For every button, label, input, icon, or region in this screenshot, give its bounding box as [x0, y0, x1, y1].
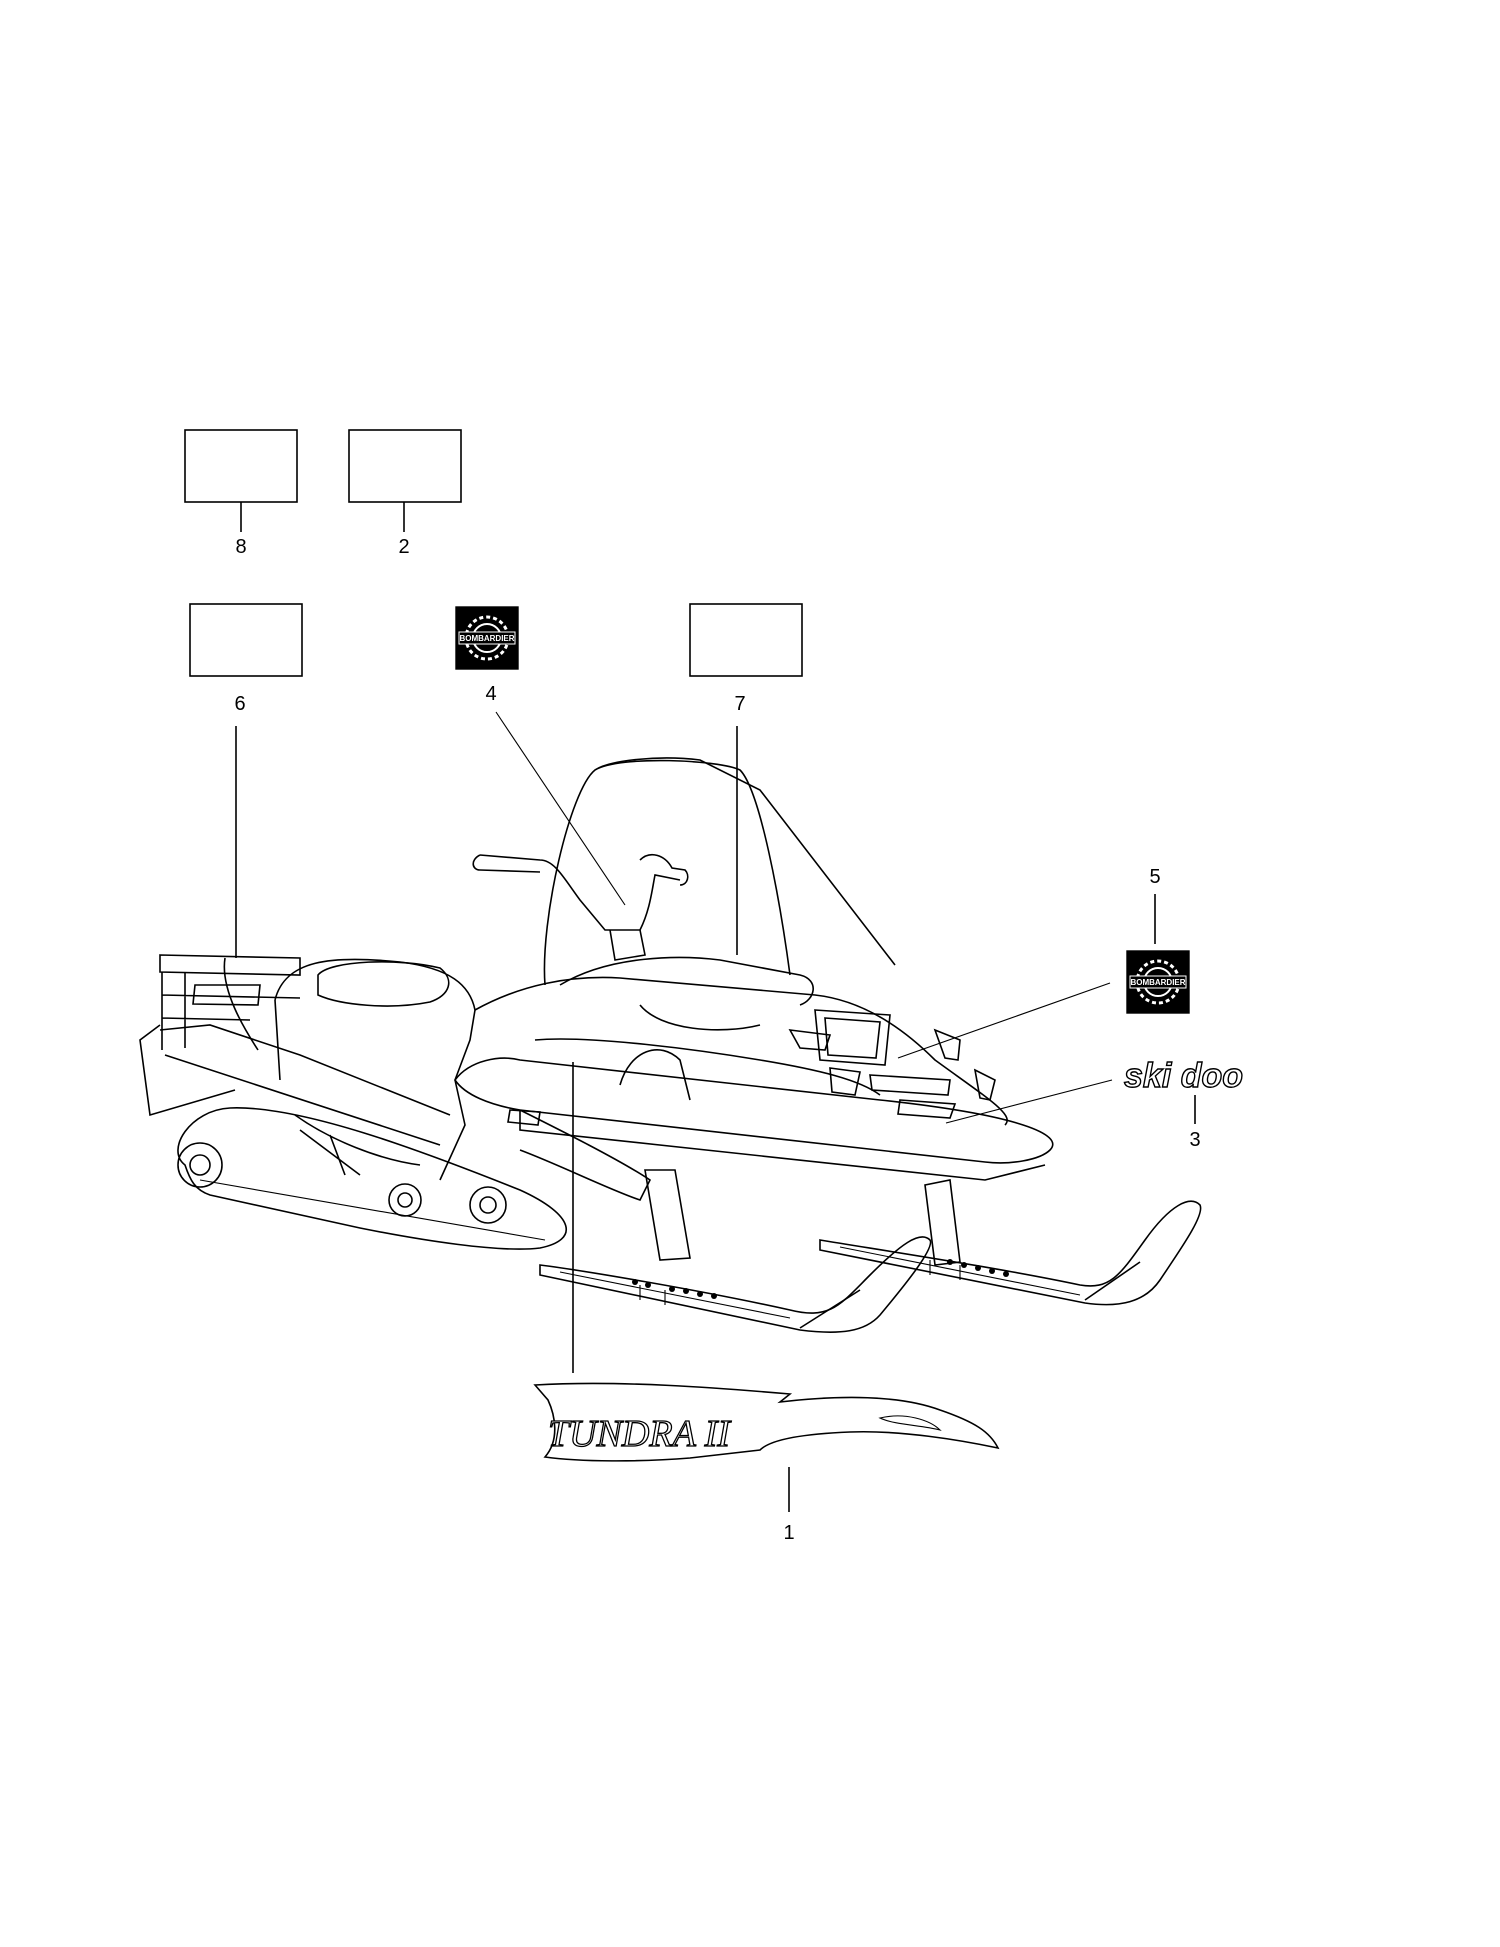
- decal-2-group: 2: [348, 429, 462, 558]
- callout-2: 2: [398, 536, 409, 558]
- decal-6-box: [189, 603, 303, 677]
- decal-5-group: 5 BOMBARDIER: [897, 866, 1190, 1059]
- decal-6-group: 6: [189, 603, 303, 958]
- decal-7-group: 7: [689, 603, 803, 955]
- callout-5: 5: [1149, 866, 1160, 888]
- callout-4: 4: [485, 683, 496, 705]
- bombardier-logo-text-5: BOMBARDIER: [1130, 978, 1185, 987]
- decal-4-group: BOMBARDIER 4: [455, 606, 626, 906]
- gear-icon-5: [1129, 959, 1187, 1005]
- decal-2-box: [348, 429, 462, 503]
- callout-8: 8: [235, 536, 246, 558]
- callout-1: 1: [783, 1522, 794, 1544]
- tundra-wordmark: TUNDRA II: [548, 1413, 732, 1455]
- decal-7-box: [689, 603, 803, 677]
- decal-1-group: TUNDRA II 1: [533, 1062, 1000, 1544]
- tundra-stripe-icon: [533, 1382, 1000, 1462]
- decal-8-group: 8: [184, 429, 298, 558]
- decal-5-pointer: [897, 982, 1111, 1059]
- decal-4-leader: [495, 711, 626, 906]
- gear-icon: [458, 615, 516, 661]
- ski-doo-wordmark-icon: ski doo: [1124, 1057, 1243, 1095]
- bombardier-logo-text-4: BOMBARDIER: [459, 634, 514, 643]
- decal-3-pointer: [945, 1079, 1113, 1124]
- decal-8-box: [184, 429, 298, 503]
- callout-3: 3: [1189, 1129, 1200, 1151]
- decal-3-group: ski doo 3: [945, 1056, 1244, 1151]
- callout-6: 6: [234, 693, 245, 715]
- callout-7: 7: [734, 693, 745, 715]
- snowmobile-drawing-icon: [139, 757, 1202, 1333]
